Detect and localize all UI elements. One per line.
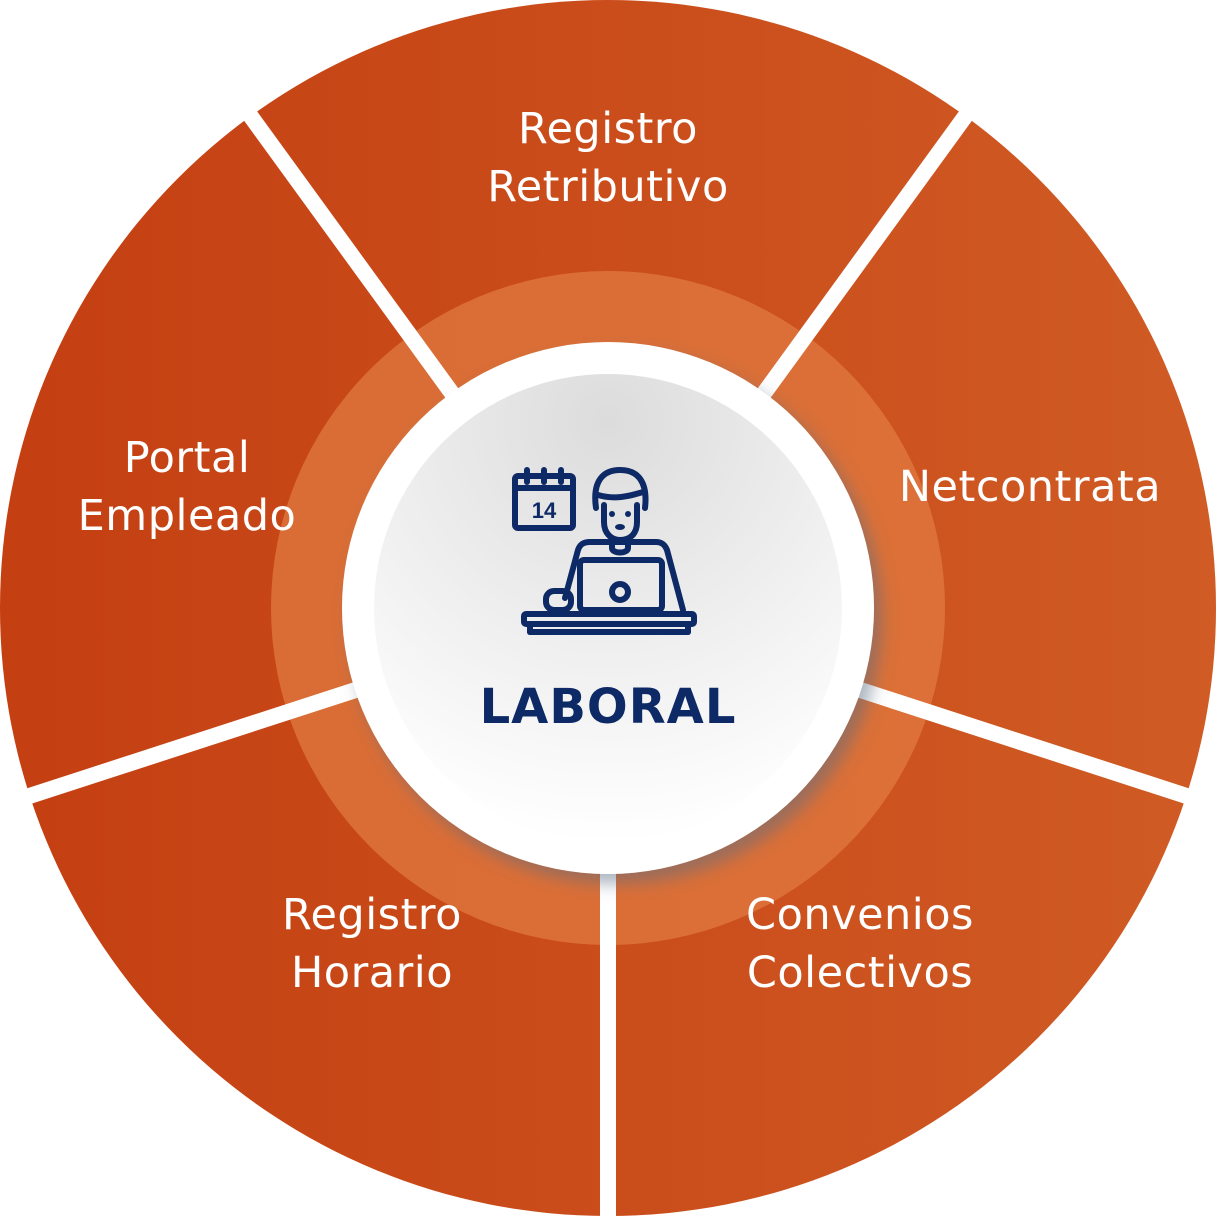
segment-convenios-colectivos[interactable]: Convenios Colectivos bbox=[746, 886, 974, 1002]
segment-label-line1: Registro bbox=[518, 104, 698, 154]
segment-portal-empleado[interactable]: Portal Empleado bbox=[78, 429, 297, 545]
hand bbox=[543, 588, 574, 613]
segment-label-line1: Convenios bbox=[746, 890, 974, 940]
center-title: LABORAL bbox=[479, 679, 737, 735]
segment-label-line2: Empleado bbox=[77, 491, 297, 541]
calendar-icon bbox=[512, 467, 576, 531]
segment-label-line1: Registro bbox=[282, 890, 462, 940]
segment-label-line2: Colectivos bbox=[746, 948, 974, 998]
segment-registro-retributivo[interactable]: Registro Retributivo bbox=[487, 100, 729, 216]
calendar-icon-dots bbox=[609, 511, 631, 530]
segment-label-line2: Retributivo bbox=[487, 162, 729, 212]
calendar-day: 14 bbox=[532, 498, 557, 523]
segment-registro-horario[interactable]: Registro Horario bbox=[282, 886, 462, 1002]
person-body bbox=[562, 539, 686, 613]
employee-laptop-icon: 14 bbox=[512, 467, 697, 635]
segment-label-line1: Portal bbox=[123, 433, 251, 483]
laptop bbox=[577, 557, 665, 613]
segment-netcontrata[interactable]: Netcontrata bbox=[899, 458, 1161, 516]
segment-label-line2: Horario bbox=[290, 948, 454, 998]
segment-label-line1: Netcontrata bbox=[898, 462, 1162, 512]
desk bbox=[521, 611, 697, 627]
